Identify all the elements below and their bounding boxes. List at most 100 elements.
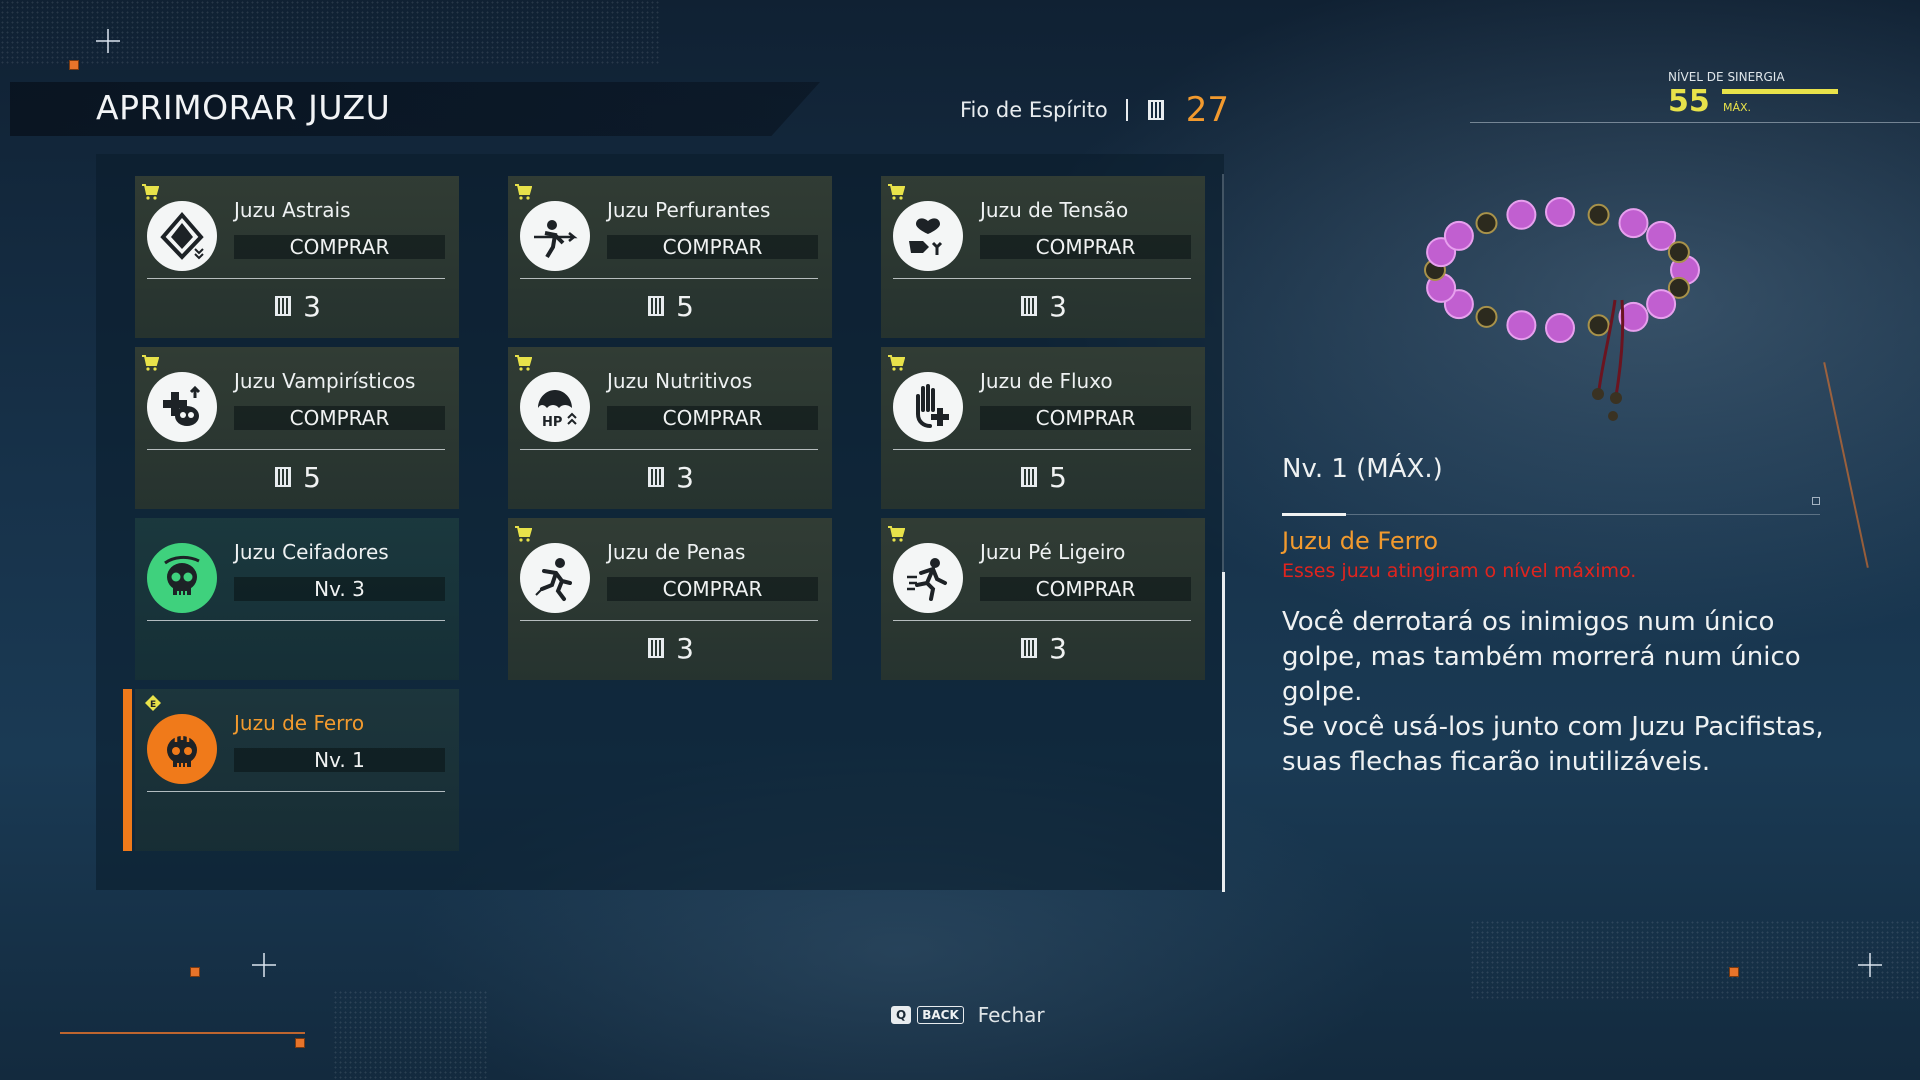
bracelet-bead — [1618, 208, 1649, 239]
cost-value: 3 — [303, 289, 321, 323]
page-indicator — [1282, 513, 1346, 516]
bracelet-bead — [1587, 203, 1610, 226]
scrollbar-thumb[interactable] — [1222, 572, 1225, 892]
juzu-cost: 5 — [135, 459, 459, 495]
buy-button[interactable]: COMPRAR — [607, 406, 818, 430]
cost-value: 3 — [676, 460, 694, 494]
juzu-card-nutritivos[interactable]: HP Juzu Nutritivos COMPRAR 3 — [508, 347, 832, 509]
title-bar — [10, 82, 820, 136]
divider — [147, 620, 445, 621]
cart-icon — [515, 355, 532, 371]
buy-button[interactable]: COMPRAR — [607, 577, 818, 601]
juzu-name: Juzu Ceifadores — [234, 540, 389, 564]
scrollbar-track[interactable] — [1222, 174, 1224, 892]
svg-text:HP: HP — [542, 415, 562, 430]
juzu-card-astrais[interactable]: Juzu Astrais COMPRAR 3 — [135, 176, 459, 338]
juzu-cost: 3 — [881, 288, 1205, 324]
juzu-name: Juzu Astrais — [234, 198, 351, 222]
spirit-thread-icon — [1021, 296, 1038, 316]
juzu-card-penas[interactable]: Juzu de Penas COMPRAR 3 — [508, 518, 832, 680]
juzu-cost: 3 — [508, 459, 832, 495]
divider — [520, 278, 818, 279]
spirit-thread-icon — [648, 638, 665, 658]
buy-button[interactable]: COMPRAR — [234, 406, 445, 430]
cost-value: 5 — [1049, 460, 1067, 494]
juzu-card-vampiristicos[interactable]: Juzu Vampirísticos COMPRAR 5 — [135, 347, 459, 509]
currency-label: Fio de Espírito — [960, 98, 1108, 122]
juzu-card-ceifadores[interactable]: Juzu Ceifadores Nv. 3 — [135, 518, 459, 680]
bracelet-bead — [1646, 220, 1677, 251]
hp-icon: HP — [520, 372, 590, 442]
synergy-max-label: MÁX. — [1723, 101, 1752, 114]
close-label: Fechar — [977, 1003, 1045, 1027]
cart-icon — [888, 184, 905, 200]
juzu-name: Juzu Pé Ligeiro — [980, 540, 1126, 564]
key-back-icon: BACK — [917, 1006, 964, 1024]
spirit-thread-icon — [648, 467, 665, 487]
spirit-thread-icon — [648, 296, 665, 316]
divider — [893, 620, 1191, 621]
bracelet-bead — [1475, 305, 1498, 328]
currency-display: Fio de Espírito 27 — [960, 88, 1229, 132]
page-indicator-dot — [1812, 497, 1820, 505]
detail-juzu-name: Juzu de Ferro — [1282, 527, 1439, 555]
divider — [147, 278, 445, 279]
selection-indicator — [123, 689, 132, 851]
buy-button[interactable]: COMPRAR — [980, 577, 1191, 601]
close-prompt[interactable]: Q BACK Fechar — [891, 1003, 1045, 1027]
bracelet-bead — [1667, 241, 1690, 264]
divider — [147, 449, 445, 450]
divider — [1125, 99, 1128, 121]
juzu-name: Juzu de Penas — [607, 540, 746, 564]
juzu-card-ferro[interactable]: E Juzu de Ferro Nv. 1 — [123, 689, 459, 851]
divider — [520, 449, 818, 450]
bg-dot-pattern — [0, 0, 660, 64]
page-title: APRIMORAR JUZU — [96, 88, 391, 127]
spirit-thread-icon — [275, 296, 292, 316]
detail-description: Você derrotará os inimigos num único gol… — [1282, 607, 1824, 777]
juzu-cost: 3 — [508, 630, 832, 666]
spirit-thread-icon — [1021, 467, 1038, 487]
juzu-card-fluxo[interactable]: Juzu de Fluxo COMPRAR 5 — [881, 347, 1205, 509]
juzu-cost: 5 — [508, 288, 832, 324]
buy-button[interactable]: COMPRAR — [234, 235, 445, 259]
juzu-card-pe-ligeiro[interactable]: Juzu Pé Ligeiro COMPRAR 3 — [881, 518, 1205, 680]
synergy-label: NÍVEL DE SINERGIA — [1668, 70, 1785, 84]
cart-icon — [515, 184, 532, 200]
bracelet-bead — [1475, 212, 1498, 235]
svg-text:E: E — [150, 700, 156, 710]
divider — [1470, 122, 1920, 123]
level-indicator: Nv. 3 — [234, 577, 445, 601]
buy-button[interactable]: COMPRAR — [607, 235, 818, 259]
bracelet-bead — [1506, 199, 1537, 230]
divider — [520, 620, 818, 621]
buy-button[interactable]: COMPRAR — [980, 235, 1191, 259]
spirit-thread-icon — [275, 467, 292, 487]
key-q-icon: Q — [891, 1006, 912, 1024]
divider — [893, 278, 1191, 279]
equipped-badge-icon: E — [145, 695, 161, 711]
bg-dot-pattern — [333, 990, 487, 1080]
bracelet-bead — [1667, 276, 1690, 299]
juzu-card-tensao[interactable]: Juzu de Tensão COMPRAR 3 — [881, 176, 1205, 338]
juzu-cost: 3 — [135, 288, 459, 324]
flow-hand-icon — [893, 372, 963, 442]
crosshair-decoration — [96, 29, 120, 53]
cost-value: 3 — [1049, 631, 1067, 665]
cart-icon — [515, 526, 532, 542]
currency-amount: 27 — [1185, 90, 1230, 130]
cart-icon — [888, 526, 905, 542]
orange-marker — [190, 967, 200, 977]
cart-icon — [142, 184, 159, 200]
juzu-card-perfurantes[interactable]: Juzu Perfurantes COMPRAR 5 — [508, 176, 832, 338]
max-level-warning: Esses juzu atingiram o nível máximo. — [1282, 560, 1637, 582]
juzu-cost: 3 — [881, 630, 1205, 666]
bracelet-bead — [1618, 301, 1649, 332]
buy-button[interactable]: COMPRAR — [980, 406, 1191, 430]
bracelet-bead — [1646, 289, 1677, 320]
juzu-name: Juzu Perfurantes — [607, 198, 771, 222]
cost-value: 3 — [676, 631, 694, 665]
astral-icon — [147, 201, 217, 271]
cost-value: 5 — [676, 289, 694, 323]
fleet-foot-runner-icon — [893, 543, 963, 613]
